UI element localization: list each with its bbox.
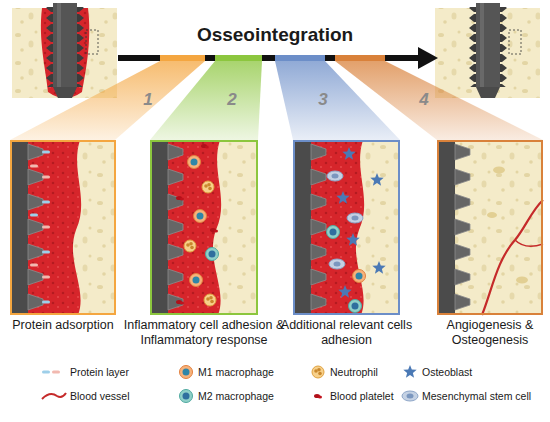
legend-text: M2 macrophage [198, 389, 274, 403]
panel-3-art [293, 140, 399, 315]
panel-caption: Angiogenesis & Osteogenesis [435, 318, 545, 348]
top-implant-right [435, 3, 540, 98]
panel-4-art [437, 140, 543, 315]
legend-symbols [42, 365, 418, 403]
stage-panel: Inflammatory cell adhesion & Inflammator… [150, 140, 258, 315]
panel-1-art [10, 140, 116, 315]
stage-panel: Additional relevant cells adhesion [293, 140, 400, 315]
legend-text: Neutrophil [330, 365, 378, 379]
callout-number: 1 [138, 90, 158, 110]
legend-text: Blood platelet [330, 389, 394, 403]
panel-caption: Protein adsorption [0, 318, 138, 333]
stage-ribbons [10, 61, 543, 140]
callout-number: 4 [414, 90, 434, 110]
panel-caption: Additional relevant cells adhesion [272, 318, 422, 348]
stage-panel: Angiogenesis & Osteogenesis [437, 140, 543, 315]
callout-number: 2 [222, 90, 242, 110]
legend-text: Osteoblast [422, 365, 472, 379]
panel-caption: Inflammatory cell adhesion & Inflammator… [120, 318, 288, 348]
legend-text: M1 macrophage [198, 365, 274, 379]
timeline-arrow [118, 47, 438, 69]
top-implant-left [12, 3, 117, 98]
panel-2-art [150, 140, 256, 315]
legend-text: Mesenchymal stem cell [422, 389, 531, 403]
stage-panel: Protein adsorption [10, 140, 116, 315]
callout-number: 3 [313, 90, 333, 110]
legend-text: Blood vessel [70, 389, 130, 403]
diagram-title: Osseointegration [175, 24, 375, 46]
legend-text: Protein layer [70, 365, 129, 379]
